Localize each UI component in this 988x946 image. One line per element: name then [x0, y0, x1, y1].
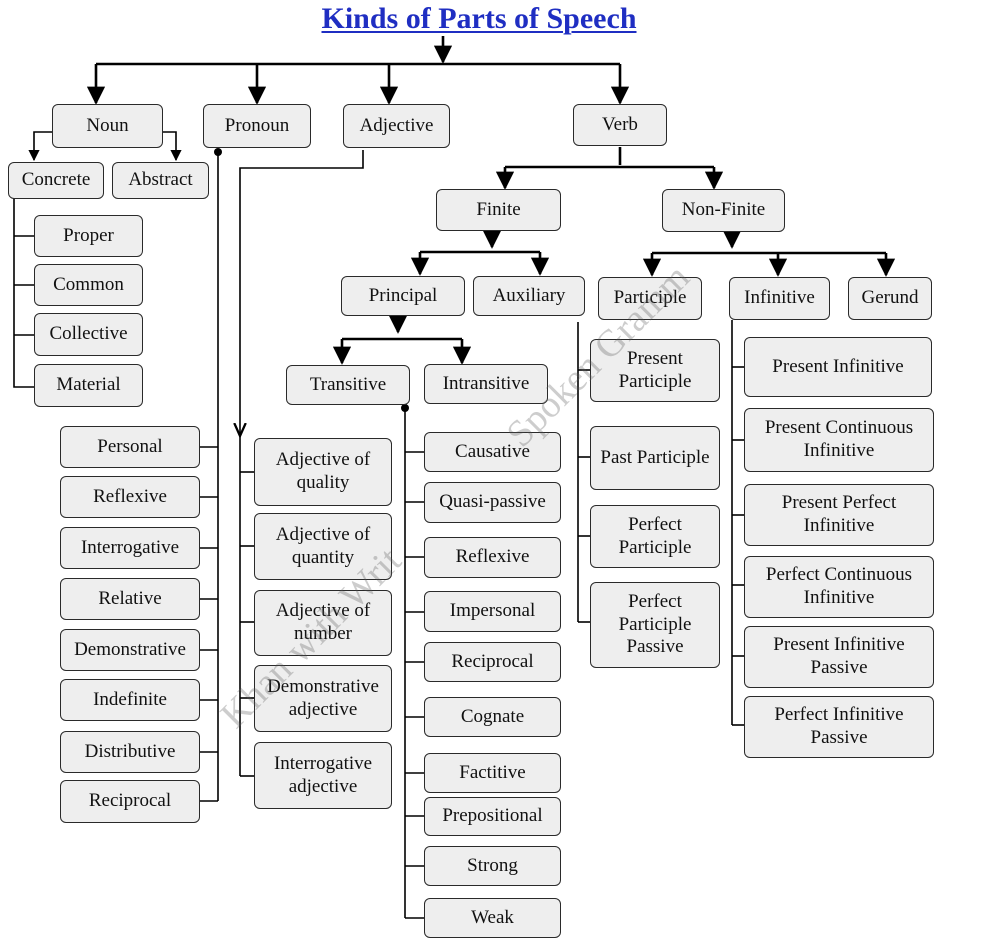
node-intransitive: Intransitive	[424, 364, 548, 404]
diagram-title: Kinds of Parts of Speech	[321, 2, 637, 35]
node-strong: Strong	[424, 846, 561, 886]
node-perfect-participle: Perfect Participle	[590, 505, 720, 568]
junction-dot-transitive	[401, 404, 409, 412]
node-adj-demonstrative: Demonstrative adjective	[254, 665, 392, 732]
node-impersonal: Impersonal	[424, 591, 561, 632]
node-factitive: Factitive	[424, 753, 561, 793]
node-gerund: Gerund	[848, 277, 932, 320]
node-proper: Proper	[34, 215, 143, 257]
node-pron-relative: Relative	[60, 578, 200, 620]
node-pron-personal: Personal	[60, 426, 200, 468]
node-non-finite: Non-Finite	[662, 189, 785, 232]
node-collective: Collective	[34, 313, 143, 356]
node-common: Common	[34, 264, 143, 306]
node-material: Material	[34, 364, 143, 407]
node-past-participle: Past Participle	[590, 426, 720, 490]
node-participle: Participle	[598, 277, 702, 320]
node-noun: Noun	[52, 104, 163, 148]
node-causative: Causative	[424, 432, 561, 472]
node-infinitive: Infinitive	[729, 277, 830, 320]
node-auxiliary: Auxiliary	[473, 276, 585, 316]
node-verb-reciprocal: Reciprocal	[424, 642, 561, 682]
node-principal: Principal	[341, 276, 465, 316]
node-cognate: Cognate	[424, 697, 561, 737]
node-adjective: Adjective	[343, 104, 450, 148]
node-present-perfect-infinitive: Present Perfect Infinitive	[744, 484, 934, 546]
node-pron-distributive: Distributive	[60, 731, 200, 773]
node-pron-demonstrative: Demonstrative	[60, 629, 200, 671]
node-concrete: Concrete	[8, 162, 104, 199]
connector-concrete-spine	[13, 198, 34, 388]
node-finite: Finite	[436, 189, 561, 231]
connector-adjective-spine	[240, 150, 364, 436]
node-quasi-passive: Quasi-passive	[424, 482, 561, 523]
node-abstract: Abstract	[112, 162, 209, 199]
node-adj-interrogative: Interrogative adjective	[254, 742, 392, 809]
node-prepositional: Prepositional	[424, 797, 561, 836]
node-pronoun: Pronoun	[203, 104, 311, 148]
node-verb: Verb	[573, 104, 667, 146]
node-transitive: Transitive	[286, 365, 410, 405]
node-adj-number: Adjective of number	[254, 590, 392, 656]
connector-abstract	[163, 131, 182, 162]
node-perfect-participle-passive: Perfect Participle Passive	[590, 582, 720, 668]
node-adj-quantity: Adjective of quantity	[254, 513, 392, 580]
node-present-participle: Present Participle	[590, 339, 720, 402]
junction-dot-pronoun	[214, 148, 222, 156]
node-weak: Weak	[424, 898, 561, 938]
node-pron-interrogative: Interrogative	[60, 527, 200, 569]
node-present-infinitive: Present Infinitive	[744, 337, 932, 397]
node-pron-indefinite: Indefinite	[60, 679, 200, 721]
node-present-infinitive-passive: Present Infinitive Passive	[744, 626, 934, 688]
node-perfect-infinitive-passive: Perfect Infinitive Passive	[744, 696, 934, 758]
node-perfect-continuous-infinitive: Perfect Continuous Infinitive	[744, 556, 934, 618]
connector-concrete	[28, 131, 52, 162]
node-present-continuous-infinitive: Present Continuous Infinitive	[744, 408, 934, 472]
node-verb-reflexive: Reflexive	[424, 537, 561, 578]
node-adj-quality: Adjective of quality	[254, 438, 392, 506]
node-pron-reciprocal: Reciprocal	[60, 780, 200, 823]
node-pron-reflexive: Reflexive	[60, 476, 200, 518]
